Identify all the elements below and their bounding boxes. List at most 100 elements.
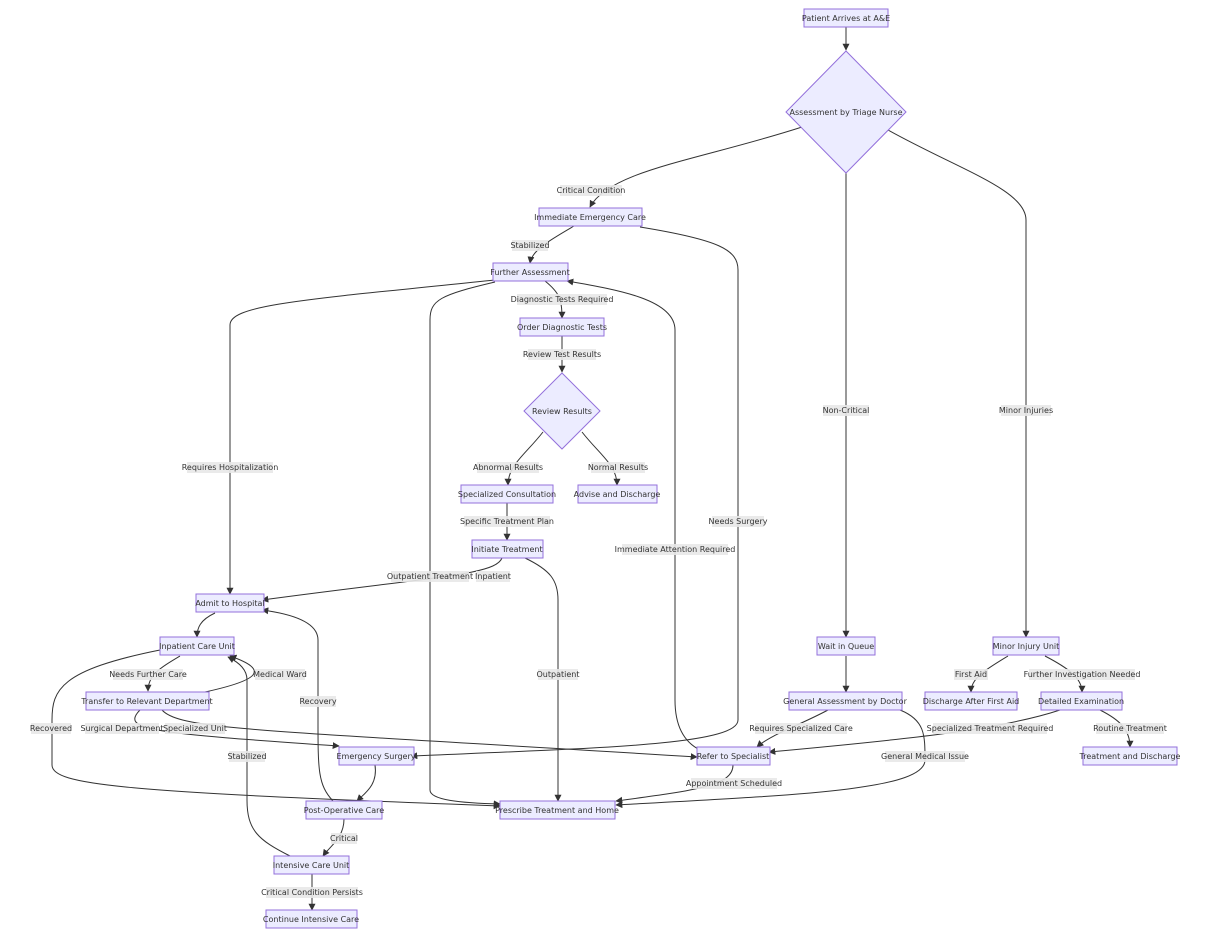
label-text: Further Investigation Needed <box>1024 670 1141 679</box>
label-inpatient: Inpatient <box>475 571 511 582</box>
label-text: Requires Specialized Care <box>749 724 853 733</box>
label-text: Abnormal Results <box>473 463 543 472</box>
node-post-operative-care[interactable]: Post-Operative Care <box>304 800 384 820</box>
label-text: Diagnostic Tests Required <box>511 295 614 304</box>
label-text: Outpatient <box>537 670 580 679</box>
node-label: Post-Operative Care <box>304 806 384 815</box>
label-surgical-department: Surgical Department <box>80 723 164 734</box>
edge-transfer-inpatient <box>204 654 255 693</box>
node-prescribe-treatment-home[interactable]: Prescribe Treatment and Home <box>495 800 619 820</box>
label-minor-injuries: Minor Injuries <box>999 405 1053 416</box>
node-label: Prescribe Treatment and Home <box>495 806 619 815</box>
node-label: Refer to Specialist <box>697 752 770 761</box>
label-text: Appointment Scheduled <box>686 779 782 788</box>
edge-admit-inpatient <box>193 612 216 638</box>
node-general-assessment-doctor[interactable]: General Assessment by Doctor <box>783 691 908 711</box>
label-diagnostic-tests-required: Diagnostic Tests Required <box>511 294 614 305</box>
node-detailed-examination[interactable]: Detailed Examination <box>1038 691 1124 711</box>
label-text: Routine Treatment <box>1093 724 1167 733</box>
node-transfer-relevant-department[interactable]: Transfer to Relevant Department <box>80 691 213 711</box>
node-continue-intensive-care[interactable]: Continue Intensive Care <box>263 909 359 929</box>
node-label: Discharge After First Aid <box>923 697 1020 706</box>
label-review-test-results: Review Test Results <box>523 349 601 360</box>
label-specific-treatment-plan: Specific Treatment Plan <box>460 516 554 527</box>
label-text: Minor Injuries <box>999 406 1053 415</box>
node-further-assessment[interactable]: Further Assessment <box>490 262 570 282</box>
label-text: Specialized Treatment Required <box>927 724 1054 733</box>
label-text: Critical Condition Persists <box>261 888 363 897</box>
node-triage-assessment[interactable]: Assessment by Triage Nurse <box>785 50 907 174</box>
node-label: Advise and Discharge <box>574 490 661 499</box>
label-non-critical: Non-Critical <box>823 405 870 416</box>
node-emergency-surgery[interactable]: Emergency Surgery <box>337 746 416 766</box>
node-specialized-consultation[interactable]: Specialized Consultation <box>458 484 556 504</box>
edge-general-prescribe <box>615 709 926 809</box>
label-recovery: Recovery <box>299 696 337 707</box>
label-immediate-attention-required: Immediate Attention Required <box>615 544 736 555</box>
label-specialized-unit: Specialized Unit <box>163 723 227 734</box>
node-review-results[interactable]: Review Results <box>523 372 601 450</box>
node-wait-in-queue[interactable]: Wait in Queue <box>816 636 876 656</box>
node-label: Treatment and Discharge <box>1079 752 1181 761</box>
node-label: Initiate Treatment <box>471 545 542 554</box>
node-label: Admit to Hospital <box>195 599 264 608</box>
node-immediate-emergency-care[interactable]: Immediate Emergency Care <box>534 207 646 227</box>
node-label: Review Results <box>532 407 592 416</box>
label-text: Non-Critical <box>823 406 870 415</box>
edge-icu-inpatient <box>227 656 291 857</box>
label-text: General Medical Issue <box>881 752 969 761</box>
label-text: Immediate Attention Required <box>615 545 736 554</box>
node-label: Further Assessment <box>490 268 569 277</box>
node-patient-arrives[interactable]: Patient Arrives at A&E <box>802 8 890 28</box>
label-stabilized-icu: Stabilized <box>227 751 267 762</box>
node-order-diagnostic-tests[interactable]: Order Diagnostic Tests <box>517 317 607 337</box>
node-label: Intensive Care Unit <box>273 861 350 870</box>
node-label: Immediate Emergency Care <box>534 213 646 222</box>
node-treatment-and-discharge[interactable]: Treatment and Discharge <box>1079 746 1181 766</box>
label-text: Recovery <box>299 697 336 706</box>
label-text: Normal Results <box>588 463 648 472</box>
edge-review-advise <box>581 431 621 486</box>
label-further-investigation-needed: Further Investigation Needed <box>1024 669 1141 680</box>
edge-initiate-prescribe <box>524 557 562 802</box>
node-advise-and-discharge[interactable]: Advise and Discharge <box>574 484 661 504</box>
node-label: Specialized Consultation <box>458 490 556 499</box>
node-admit-to-hospital[interactable]: Admit to Hospital <box>195 593 265 613</box>
node-label: Minor Injury Unit <box>993 642 1060 651</box>
label-text: Review Test Results <box>523 350 601 359</box>
node-minor-injury-unit[interactable]: Minor Injury Unit <box>992 636 1060 656</box>
label-text: Specific Treatment Plan <box>460 517 554 526</box>
label-needs-further-care: Needs Further Care <box>109 669 187 680</box>
edge-further-prescribe <box>429 281 501 808</box>
label-text: First Aid <box>955 670 987 679</box>
label-specialized-treatment-required: Specialized Treatment Required <box>927 723 1054 734</box>
label-medical-ward: Medical Ward <box>253 669 307 680</box>
edge-review-consult <box>504 431 544 486</box>
label-abnormal-results: Abnormal Results <box>473 462 543 473</box>
node-intensive-care-unit[interactable]: Intensive Care Unit <box>273 855 350 875</box>
label-appointment-scheduled: Appointment Scheduled <box>686 778 782 789</box>
node-label: Transfer to Relevant Department <box>80 697 212 706</box>
label-text: Inpatient <box>475 572 511 581</box>
node-discharge-after-first-aid[interactable]: Discharge After First Aid <box>923 691 1020 711</box>
edge-surgery-postop <box>356 764 376 802</box>
node-label: Wait in Queue <box>818 642 874 651</box>
label-text: Specialized Unit <box>163 724 227 733</box>
node-inpatient-care-unit[interactable]: Inpatient Care Unit <box>159 636 235 656</box>
label-general-medical-issue: General Medical Issue <box>881 751 969 762</box>
label-critical-condition: Critical Condition <box>557 185 626 196</box>
node-label: Order Diagnostic Tests <box>517 323 607 332</box>
edge-emergency-surgery <box>410 226 739 760</box>
label-text: Stabilized <box>227 752 266 761</box>
nodes: Patient Arrives at A&E Assessment by Tri… <box>80 8 1181 929</box>
label-text: Recovered <box>30 724 72 733</box>
label-text: Critical Condition <box>557 186 626 195</box>
label-critical: Critical <box>330 833 358 844</box>
label-text: Outpatient Treatment <box>387 572 473 581</box>
label-outpatient-treatment: Outpatient Treatment <box>387 571 473 582</box>
node-refer-to-specialist[interactable]: Refer to Specialist <box>696 746 771 766</box>
label-text: Critical <box>330 834 358 843</box>
label-text: Surgical Department <box>80 724 163 733</box>
node-initiate-treatment[interactable]: Initiate Treatment <box>471 539 544 559</box>
label-text: Needs Surgery <box>709 517 768 526</box>
